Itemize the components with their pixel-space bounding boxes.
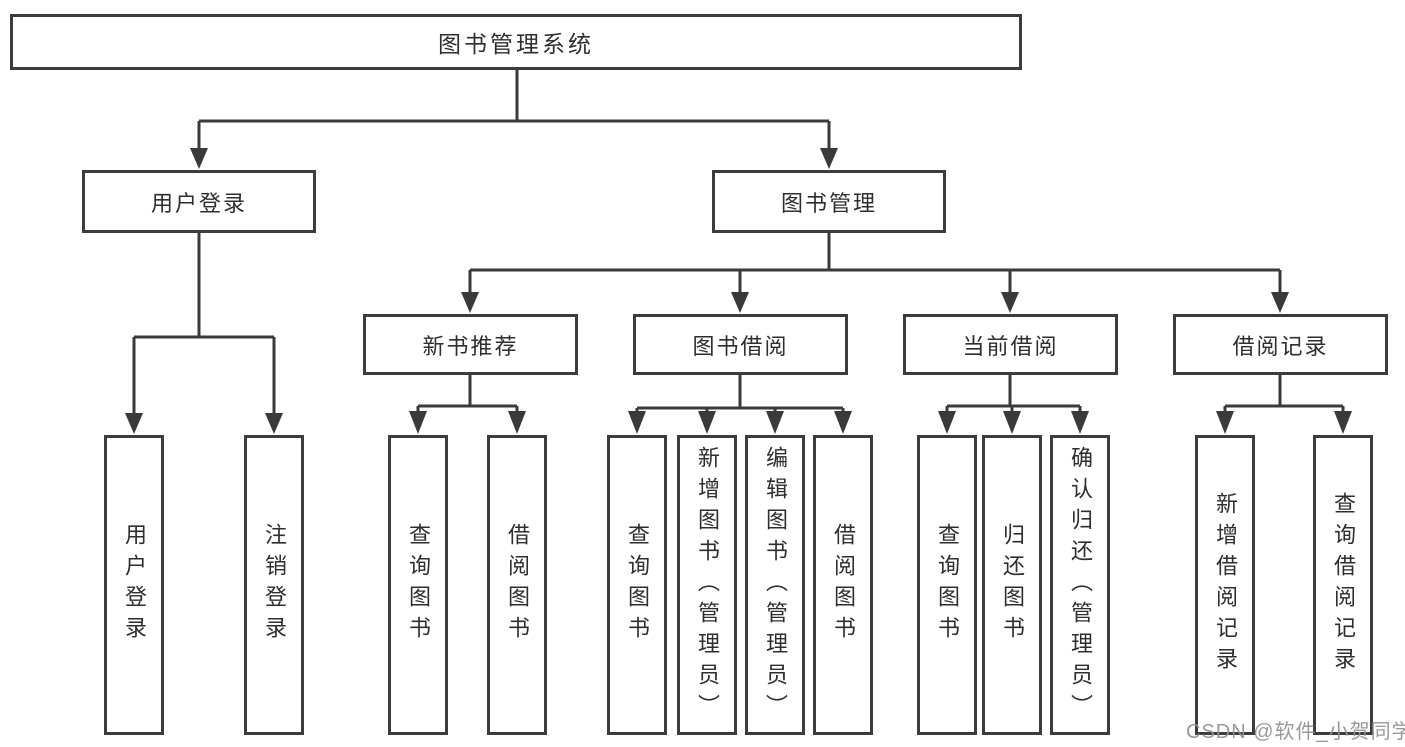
leaf-borrow-borrow-books-label: 借阅图书	[831, 523, 856, 647]
watermark-text: CSDN @软件_小贺同学	[1186, 721, 1405, 743]
leaf-records-add-record-label: 新增借阅记录	[1213, 492, 1238, 678]
leaf-records-query-record-label: 查询借阅记录	[1331, 492, 1356, 678]
leaf-current-confirm-return-admin: 确认归还（管理员）	[1050, 435, 1110, 735]
leaf-borrow-add-books-admin: 新增图书（管理员）	[677, 435, 737, 735]
leaf-current-return-books: 归还图书	[982, 435, 1042, 735]
leaf-borrow-query-books-label: 查询图书	[625, 523, 650, 647]
node-new-book-recommend-label: 新书推荐	[422, 333, 519, 359]
leaf-borrow-borrow-books: 借阅图书	[813, 435, 873, 735]
leaf-records-add-record: 新增借阅记录	[1195, 435, 1255, 735]
node-borrow-records: 借阅记录	[1173, 314, 1388, 375]
node-book-management-label: 图书管理	[780, 190, 877, 216]
connector-user-login-to-leaves	[125, 233, 283, 434]
leaf-borrow-add-books-admin-label: 新增图书（管理员）	[695, 445, 720, 725]
leaf-recommend-query-books-label: 查询图书	[406, 523, 431, 647]
connector-new-book-recommend-to-leaves	[409, 375, 526, 434]
leaf-borrow-edit-books-admin: 编辑图书（管理员）	[745, 435, 805, 735]
connector-current-borrow-to-leaves	[938, 375, 1089, 434]
connector-book-borrow-to-leaves	[628, 375, 852, 434]
leaf-user-logout-label: 注销登录	[262, 523, 287, 647]
leaf-user-login-label: 用户登录	[122, 523, 147, 647]
leaf-recommend-borrow-books-label: 借阅图书	[505, 523, 530, 647]
connector-root-to-level2	[190, 70, 838, 169]
leaf-borrow-edit-books-admin-label: 编辑图书（管理员）	[763, 445, 788, 725]
leaf-current-confirm-return-admin-label: 确认归还（管理员）	[1068, 445, 1093, 725]
node-user-login-label: 用户登录	[150, 190, 247, 216]
leaf-user-logout: 注销登录	[244, 435, 304, 735]
node-user-login: 用户登录	[82, 170, 316, 233]
leaf-recommend-borrow-books: 借阅图书	[487, 435, 547, 735]
node-current-borrow: 当前借阅	[903, 314, 1118, 375]
node-book-borrow-label: 图书借阅	[692, 333, 789, 359]
leaf-borrow-query-books: 查询图书	[607, 435, 667, 735]
node-root: 图书管理系统	[10, 14, 1022, 70]
leaf-current-query-books: 查询图书	[917, 435, 977, 735]
node-book-management: 图书管理	[712, 170, 946, 233]
node-new-book-recommend: 新书推荐	[363, 314, 578, 375]
node-book-borrow: 图书借阅	[633, 314, 848, 375]
node-root-label: 图书管理系统	[438, 31, 594, 57]
leaf-records-query-record: 查询借阅记录	[1313, 435, 1373, 735]
node-borrow-records-label: 借阅记录	[1232, 333, 1329, 359]
leaf-current-return-books-label: 归还图书	[1000, 523, 1025, 647]
connector-book-management-to-level3	[461, 233, 1289, 313]
node-current-borrow-label: 当前借阅	[962, 333, 1059, 359]
connector-borrow-records-to-leaves	[1216, 375, 1352, 434]
leaf-current-query-books-label: 查询图书	[935, 523, 960, 647]
leaf-user-login: 用户登录	[104, 435, 164, 735]
leaf-recommend-query-books: 查询图书	[388, 435, 448, 735]
